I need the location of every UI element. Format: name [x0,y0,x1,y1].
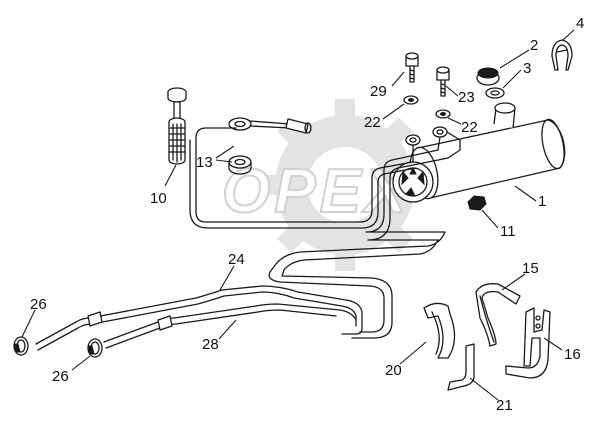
callout-24: 24 [228,251,245,268]
strap [475,283,521,347]
callout-1: 1 [538,193,546,210]
leader-24 [219,265,235,291]
callout-23: 23 [458,89,475,106]
watermark-logo: OPEX [222,157,410,226]
hose-clamp-left [13,336,29,356]
hose-clamp-right [87,338,103,358]
leader-2 [499,49,530,69]
sender-unit [228,117,312,175]
screw-23 [436,66,450,97]
filler-cap [476,67,500,86]
gasket [485,87,505,99]
bracket-21 [447,343,475,391]
callout-20: 20 [385,362,402,379]
leader-4 [562,29,575,41]
strainer [167,87,187,165]
leader-lines [21,29,575,401]
tank-end-flange [392,161,434,203]
leader-20 [399,341,427,365]
strap-pad [423,302,456,359]
leader-1 [514,185,537,202]
callout-26-top: 26 [30,296,47,313]
leader-26b [71,355,91,371]
washer-22-left [403,95,419,105]
leader-22b [447,117,462,125]
leader-22a [382,103,405,120]
callout-3: 3 [523,60,531,77]
leader-16 [543,337,563,351]
leader-10 [164,164,177,187]
callout-10: 10 [150,190,167,207]
callout-22-right: 22 [461,119,478,136]
bracket-16 [505,307,551,379]
washer-22-right [435,109,451,119]
pipe-28 [103,303,357,349]
callout-26-bottom: 26 [52,368,69,385]
leader-11 [481,209,499,229]
clamp [551,39,573,71]
leader-23 [445,85,459,97]
watermark-gear [259,99,431,271]
banjo-fittings [405,126,461,163]
pipe-24 [35,285,363,351]
fuel-tank [392,102,566,203]
callout-11: 11 [500,223,516,240]
callout-2: 2 [530,37,538,54]
leader-13b [215,159,233,163]
callout-13: 13 [196,154,213,171]
leader-3 [502,69,522,89]
callout-labels: 1 2 3 4 10 11 13 15 16 20 21 22 22 23 24… [30,15,584,414]
leader-26a [21,309,36,338]
callout-16: 16 [564,346,581,363]
bolt [467,195,487,211]
leader-28 [218,319,237,340]
screw-29 [405,52,419,83]
leader-13a [215,145,235,159]
callout-22-left: 22 [364,114,381,131]
watermark: OPEX [221,99,431,271]
fuel-lines [189,127,449,339]
callout-15: 15 [522,260,539,277]
leader-15 [501,273,526,291]
callout-4: 4 [576,15,584,32]
leader-21 [469,377,499,401]
callout-21: 21 [496,397,513,414]
leader-29 [391,71,405,87]
callout-28: 28 [202,336,219,353]
callout-29: 29 [370,83,387,100]
